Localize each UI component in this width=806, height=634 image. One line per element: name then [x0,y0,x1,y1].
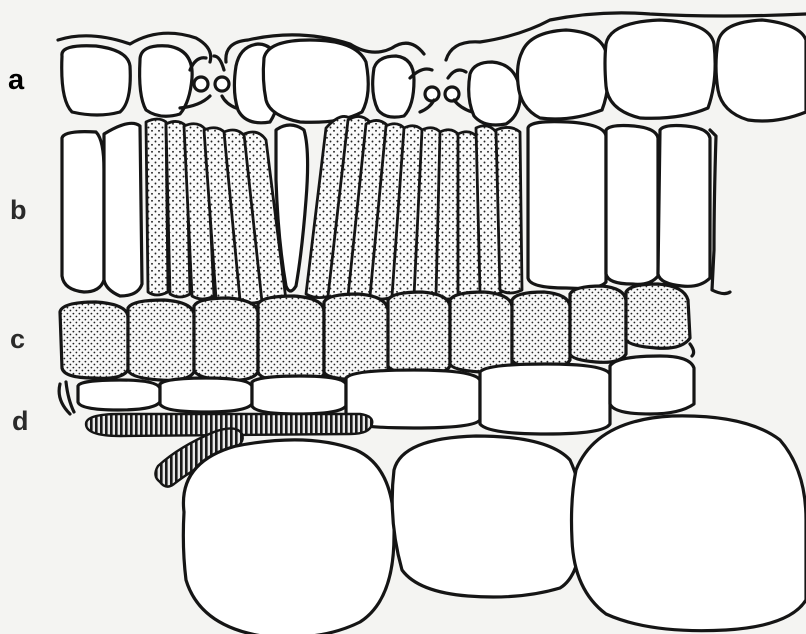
label-c: c [10,326,25,353]
palisade-cells-right-group [306,116,522,299]
palisade-layer [62,116,730,303]
label-d: d [12,408,29,435]
label-a: a [8,66,24,95]
label-b: b [10,197,27,224]
epidermis-layer [58,13,806,125]
palisade-cells-left-group [146,119,286,304]
ground-tissue-cells [183,416,806,634]
